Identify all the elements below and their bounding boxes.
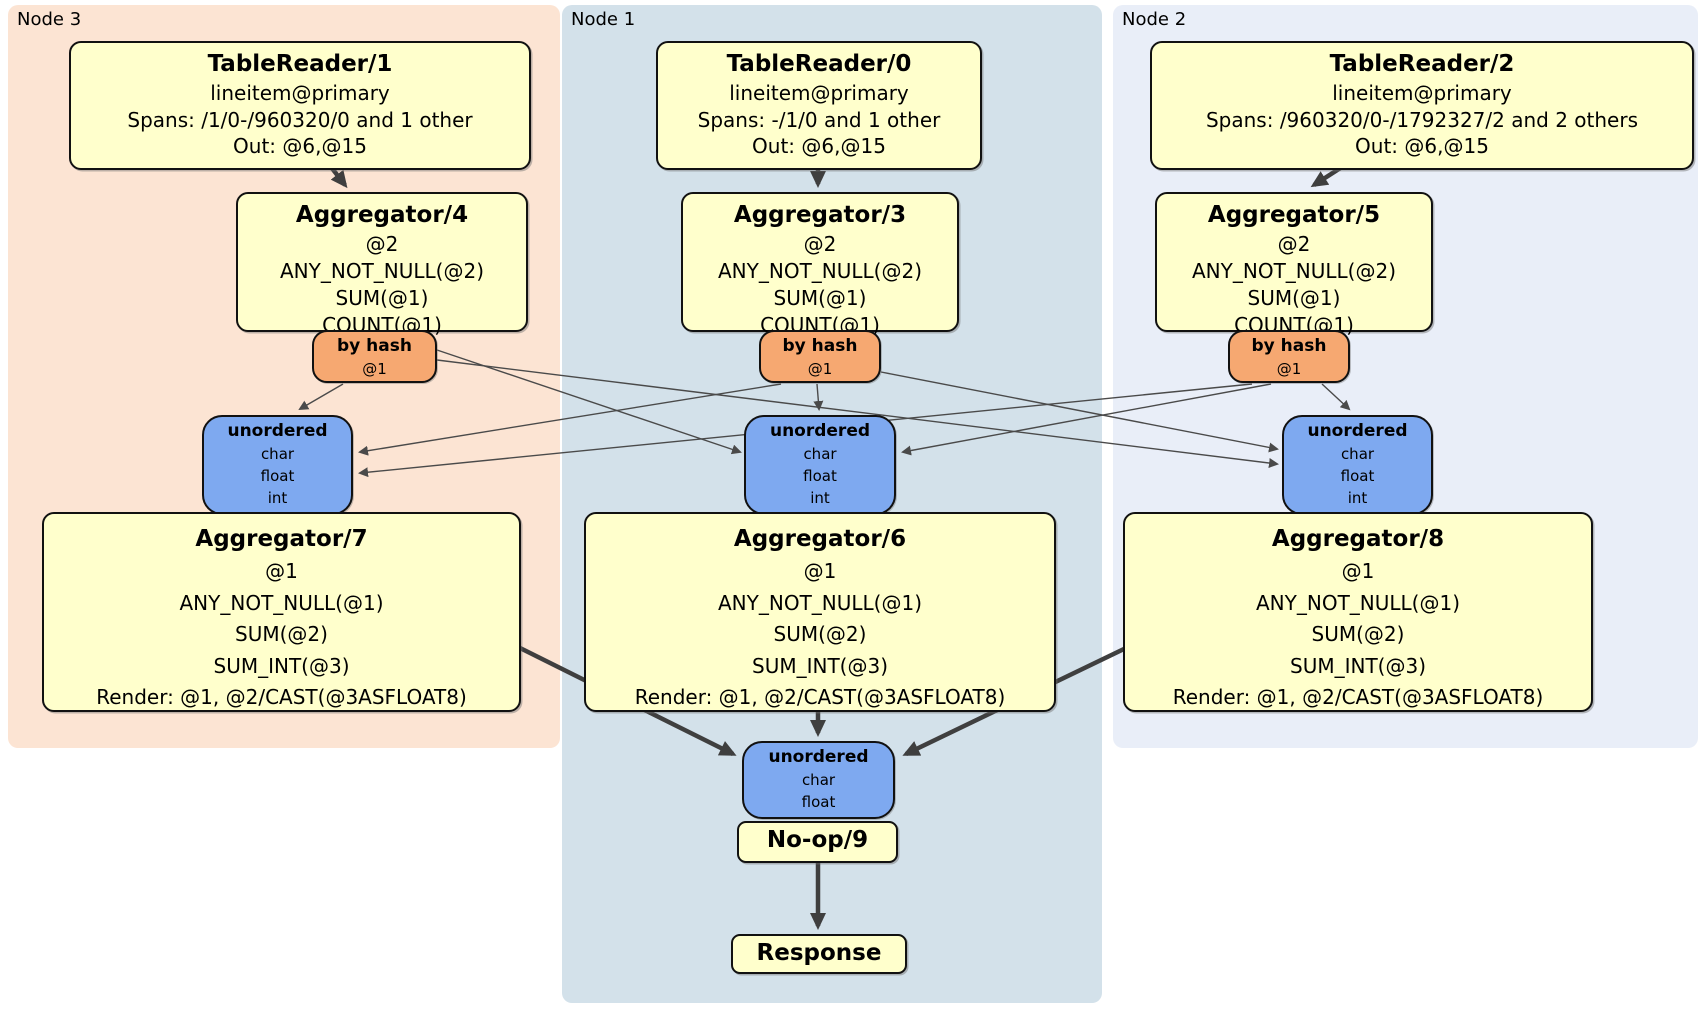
router-key: @1	[1276, 360, 1302, 378]
agg-func: SUM(@2)	[1311, 622, 1405, 646]
processor-title: No-op/9	[766, 827, 869, 853]
agg-group-col: @2	[1277, 232, 1311, 256]
router-title: by hash	[1251, 336, 1327, 356]
agg-func: ANY_NOT_NULL(@1)	[718, 590, 922, 615]
processor-title: Aggregator/4	[295, 202, 469, 228]
processor-spans: Spans: /1/0-/960320/0 and 1 other	[127, 107, 473, 132]
sync-column: float	[803, 467, 837, 485]
processor-index: lineitem@primary	[729, 81, 909, 105]
panel-label-node3: Node 3	[17, 9, 82, 30]
agg-func: ANY_NOT_NULL(@1)	[179, 590, 384, 615]
agg-group-col: @1	[803, 559, 837, 583]
sync-column: float	[801, 793, 836, 811]
node3-unordered-sync: unordered char float int	[202, 415, 353, 515]
agg-func: ANY_NOT_NULL(@2)	[280, 259, 484, 283]
agg-func: SUM(@1)	[335, 286, 429, 310]
edge-tr1-agg4	[329, 165, 348, 189]
panel-label-node1: Node 1	[571, 9, 636, 30]
router-key: @1	[807, 360, 833, 378]
agg-func: ANY_NOT_NULL(@2)	[718, 259, 922, 283]
processor-title: Response	[756, 940, 882, 966]
sync-column: int	[810, 489, 830, 507]
processor-out: Out: @6,@15	[233, 134, 367, 158]
panel-label-node2: Node 2	[1122, 9, 1187, 30]
processor-title: Aggregator/7	[195, 526, 368, 552]
processor-title: TableReader/0	[726, 51, 912, 77]
router-title: by hash	[337, 336, 412, 356]
node1-aggregator-bottom-box: Aggregator/6 @1 ANY_NOT_NULL(@1) SUM(@2)…	[584, 512, 1056, 712]
processor-title: Aggregator/3	[733, 202, 907, 228]
sync-title: unordered	[769, 421, 871, 441]
node2-hash-router: by hash @1	[1228, 330, 1350, 383]
agg-func: SUM_INT(@3)	[213, 653, 350, 678]
node1-aggregator-top-box: Aggregator/3 @2 ANY_NOT_NULL(@2) SUM(@1)…	[681, 192, 959, 337]
agg-func: ANY_NOT_NULL(@1)	[1256, 590, 1460, 615]
agg-render: Render: @1, @2/CAST(@3ASFLOAT8)	[96, 685, 467, 709]
sync-column: int	[1347, 489, 1368, 507]
sync-column: char	[803, 445, 837, 463]
agg-func: SUM(@2)	[235, 622, 328, 646]
edge-hash1b	[813, 383, 824, 411]
node2-unordered-sync: unordered char float int	[1282, 415, 1433, 515]
router-key: @1	[362, 360, 387, 378]
final-unordered-sync: unordered char float	[742, 741, 895, 819]
edge-tr2-agg5	[1310, 165, 1344, 188]
node1-hash-router: by hash @1	[759, 330, 881, 383]
processor-title: TableReader/2	[1329, 51, 1515, 77]
agg-func: SUM(@2)	[773, 622, 867, 646]
node1-unordered-sync: unordered char float int	[744, 415, 896, 515]
processor-title: Aggregator/5	[1207, 202, 1381, 228]
node2-aggregator-top-box: Aggregator/5 @2 ANY_NOT_NULL(@2) SUM(@1)…	[1155, 192, 1433, 337]
sync-title: unordered	[768, 747, 869, 767]
node2-aggregator-bottom-box: Aggregator/8 @1 ANY_NOT_NULL(@1) SUM(@2)…	[1123, 512, 1593, 712]
processor-index: lineitem@primary	[1332, 81, 1512, 105]
noop-box: No-op/9	[737, 821, 898, 863]
processor-spans: Spans: -/1/0 and 1 other	[697, 107, 941, 132]
agg-render: Render: @1, @2/CAST(@3ASFLOAT8)	[1172, 685, 1544, 709]
router-title: by hash	[782, 336, 858, 356]
node2-table-reader-box: TableReader/2 lineitem@primary Spans: /9…	[1150, 41, 1694, 170]
agg-group-col: @2	[803, 232, 837, 256]
agg-func: ANY_NOT_NULL(@2)	[1192, 259, 1396, 283]
sync-title: unordered	[227, 421, 328, 441]
processor-title: Aggregator/8	[1271, 526, 1445, 552]
processor-out: Out: @6,@15	[752, 134, 886, 158]
response-box: Response	[731, 934, 907, 974]
agg-group-col: @1	[265, 559, 298, 583]
agg-render: Render: @1, @2/CAST(@3ASFLOAT8)	[634, 685, 1006, 709]
node3-hash-router: by hash @1	[312, 330, 437, 383]
processor-spans: Spans: /960320/0-/1792327/2 and 2 others	[1205, 107, 1638, 132]
agg-func: SUM(@1)	[1247, 286, 1341, 310]
node1-table-reader-box: TableReader/0 lineitem@primary Spans: -/…	[656, 41, 982, 170]
edge-hash1c	[880, 371, 1279, 453]
edge-hash3b	[436, 349, 742, 455]
sync-column: float	[260, 467, 295, 485]
agg-func: SUM_INT(@3)	[1290, 653, 1426, 678]
processor-index: lineitem@primary	[210, 81, 390, 105]
sync-column: float	[1340, 467, 1375, 485]
processor-out: Out: @6,@15	[1355, 134, 1489, 158]
sync-column: int	[267, 489, 288, 507]
edge-hash2c	[1321, 383, 1351, 411]
node3-table-reader-box: TableReader/1 lineitem@primary Spans: /1…	[69, 41, 531, 170]
agg-group-col: @1	[1341, 559, 1375, 583]
edge-hash3a	[298, 383, 344, 411]
sync-column: char	[1340, 445, 1375, 463]
sync-title: unordered	[1307, 421, 1408, 441]
node3-aggregator-bottom-box: Aggregator/7 @1 ANY_NOT_NULL(@1) SUM(@2)…	[42, 512, 521, 712]
agg-func: SUM(@1)	[773, 286, 867, 310]
processor-title: TableReader/1	[207, 51, 393, 77]
sync-column: char	[260, 445, 295, 463]
sync-column: char	[801, 771, 836, 789]
edge-hash1a	[358, 383, 782, 456]
node3-aggregator-top-box: Aggregator/4 @2 ANY_NOT_NULL(@2) SUM(@1)…	[236, 192, 528, 337]
edge-hash3c	[436, 359, 1279, 468]
agg-func: SUM_INT(@3)	[752, 653, 888, 678]
agg-group-col: @2	[365, 232, 399, 256]
processor-title: Aggregator/6	[733, 526, 907, 552]
edge-hash2b	[901, 383, 1272, 456]
